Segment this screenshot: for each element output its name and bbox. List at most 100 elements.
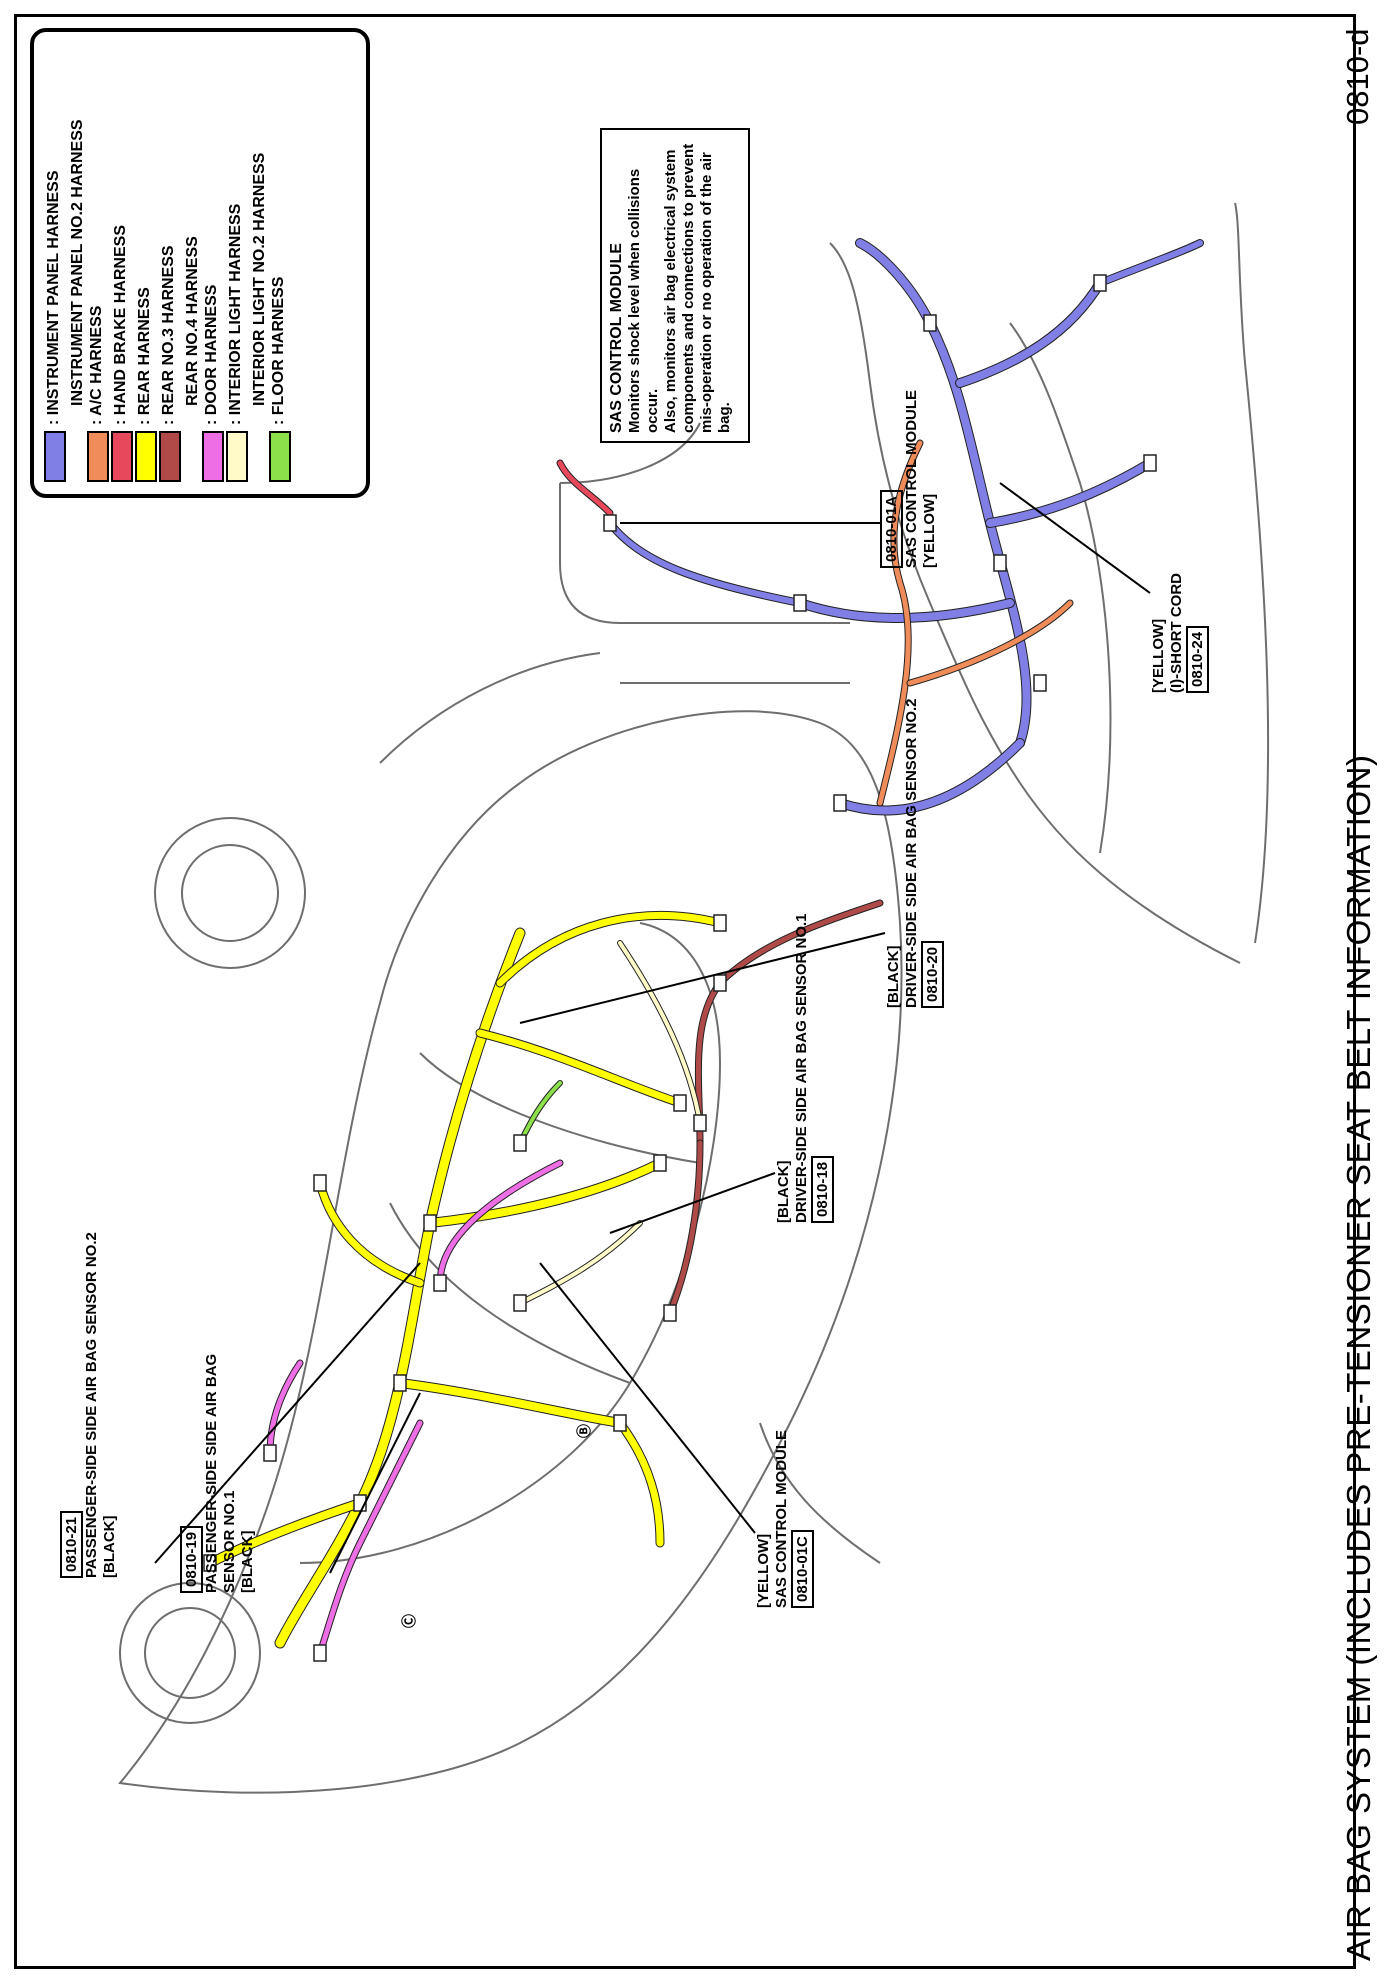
leader-layer: [154, 482, 1151, 1574]
connector-block: [313, 1174, 327, 1192]
door-harness-passenger: [317, 1420, 423, 1656]
legend-item: : A/C HARNESS: [87, 44, 109, 482]
callout-color: [BLACK]: [775, 1160, 792, 1223]
console-top: [559, 422, 701, 484]
legend-swatch: [269, 431, 291, 482]
callout-0810-21: 0810-21 PASSENGER-SIDE SIDE AIR BAG SENS…: [60, 1232, 119, 1578]
instrument-panel-harness-branch-4: [836, 739, 1024, 815]
callout-color: [BLACK]: [101, 1515, 118, 1578]
connector-code: 0810-21: [60, 1510, 83, 1578]
legend-swatch: [226, 431, 248, 482]
connector-block: [203, 1554, 217, 1572]
rear-no3-harness-ext: [667, 1140, 703, 1316]
leader-line: [154, 1262, 421, 1564]
panel-mid-outline: [1009, 322, 1112, 854]
door-harness-rear: [267, 1360, 303, 1456]
connector-block: [513, 1294, 527, 1312]
instrument-panel-harness-console-outline: [606, 519, 804, 607]
leader-line: [609, 1172, 776, 1234]
instrument-panel-harness-branch-2: [796, 599, 1014, 622]
connector-block: [993, 554, 1007, 572]
connector-block: [393, 1374, 407, 1392]
connector-code: 0810-01A: [880, 490, 903, 568]
rear-harness-branch-1: [426, 1159, 664, 1227]
door-line: [759, 1422, 881, 1564]
callout-label: (I)-SHORT CORD: [1168, 573, 1185, 693]
legend-swatch: [111, 431, 133, 482]
console-outline: [559, 483, 850, 624]
sas-info-title: SAS CONTROL MODULE: [608, 243, 625, 433]
legend-item: : INSTRUMENT PANEL HARNESS: [44, 44, 66, 482]
connector-code: 0810-24: [1186, 625, 1209, 693]
hand-brake-harness: [557, 460, 613, 516]
connector-code: 0810-19: [180, 1525, 203, 1593]
sas-info-line-3: components and connections to prevent: [680, 143, 697, 433]
front-fender-line: [379, 652, 601, 764]
legend-label: : HAND BRAKE HARNESS: [112, 224, 129, 425]
callout-label-2: SENSOR NO.1: [221, 1490, 238, 1593]
rear-harness-branch-5-outline: [315, 1178, 425, 1288]
marker-b: Ⓑ: [576, 1424, 592, 1438]
legend-label: : FLOOR HARNESS: [270, 276, 287, 425]
callout-0810-01a: 0810-01A SAS CONTROL MODULE [YELLOW]: [880, 390, 939, 568]
connector-block: [923, 314, 937, 332]
rear-harness-branch-7: [496, 912, 724, 987]
legend-item: : DOOR HARNESS: [202, 44, 224, 482]
interior-light-harness: [618, 941, 702, 1125]
leader-line: [329, 1392, 421, 1574]
leader-line: [519, 932, 886, 1024]
panel-outline: [1234, 202, 1270, 944]
callout-label: SAS CONTROL MODULE: [773, 1429, 790, 1608]
rear-wheel: [119, 1582, 261, 1724]
car-roof-line: [299, 922, 722, 1564]
leader-line: [539, 1262, 756, 1534]
ac-harness-branch: [907, 600, 1073, 686]
callout-0810-20: [BLACK] DRIVER-SIDE SIDE AIR BAG SENSOR …: [885, 698, 944, 1009]
instrument-panel-harness-branch-3: [956, 279, 1104, 387]
connector-code: 0810-01C: [791, 1530, 814, 1608]
legend-label: : DOOR HARNESS: [203, 284, 220, 425]
rear-harness-branch-3: [206, 1499, 364, 1567]
connector-block: [713, 914, 727, 932]
car-outline: [118, 710, 903, 1794]
callout-0810-18: [BLACK] DRIVER-SIDE SIDE AIR BAG SENSOR …: [775, 914, 834, 1223]
callout-0810-19: 0810-19 PASSENGER-SIDE SIDE AIR BAG SENS…: [180, 1354, 257, 1593]
legend-sublabel: REAR NO.4 HARNESS: [184, 236, 201, 406]
connector-block: [833, 794, 847, 812]
sas-info-box: SAS CONTROL MODULE Monitors shock level …: [600, 128, 750, 443]
connector-block: [613, 1414, 627, 1432]
callout-0810-24: [YELLOW] (I)-SHORT CORD 0810-24: [1150, 573, 1209, 693]
instrument-panel-harness-branch-3-outline: [955, 278, 1105, 388]
connector-block: [793, 594, 807, 612]
connector-block: [653, 1154, 667, 1172]
legend-swatch: [202, 431, 224, 482]
callout-color: [YELLOW]: [755, 1533, 772, 1608]
callout-label: PASSENGER-SIDE SIDE AIR BAG SENSOR NO.2: [83, 1232, 100, 1578]
instrument-panel-harness-console: [607, 520, 803, 606]
legend-swatch: [159, 431, 181, 482]
legend-swatch: [135, 431, 157, 482]
callout-label: DRIVER-SIDE SIDE AIR BAG SENSOR NO.2: [903, 698, 920, 1009]
connector-block: [1033, 674, 1047, 692]
legend-label: : INSTRUMENT PANEL HARNESS: [45, 170, 62, 425]
rear-wheel-hub: [144, 1607, 236, 1699]
rear-harness-branch-2: [396, 1379, 624, 1427]
connector-block: [603, 514, 617, 532]
legend-item: : FLOOR HARNESS: [269, 44, 291, 482]
callout-color: [BLACK]: [239, 1530, 256, 1593]
connector-block: [423, 1214, 437, 1232]
connector-code: 0810-18: [811, 1155, 834, 1223]
harness-layer: [203, 238, 1204, 1662]
floor-harness: [518, 1081, 562, 1145]
ac-harness: [877, 440, 923, 806]
legend-item: : REAR NO.3 HARNESS: [159, 44, 181, 482]
connector-block: [693, 1114, 707, 1132]
legend-swatch: [44, 431, 66, 482]
connector-block: [663, 1304, 677, 1322]
instrument-panel-harness-main: [856, 239, 1031, 747]
legend-swatch: [87, 431, 109, 482]
